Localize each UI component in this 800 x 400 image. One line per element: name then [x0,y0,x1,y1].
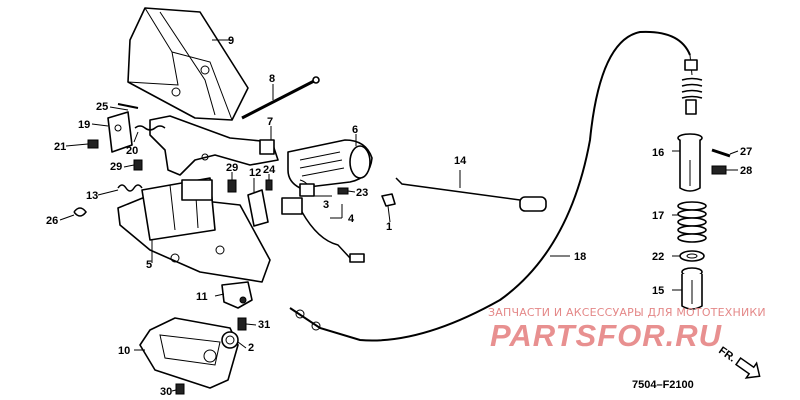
clip-part-1 [381,193,396,207]
callout-22: 22 [652,251,664,263]
sleeve-part-15 [681,267,703,310]
callout-12: 12 [249,167,261,179]
callout-26: 26 [46,215,58,227]
spring-part-17 [677,201,707,243]
clip-part-25 [117,103,139,109]
cover-part-9 [127,7,249,121]
callout-8: 8 [269,73,275,85]
callout-28: 28 [740,165,752,177]
diagram-code: 7504–F2100 [632,379,694,391]
callout-5: 5 [146,259,152,271]
bracket-part-7 [149,115,279,176]
callout-31: 31 [258,319,270,331]
bolt-part-29b [227,179,237,193]
bolt-part-29a [133,159,143,171]
bolt-part-31 [237,317,247,331]
watermark: ЗАПЧАСТИ И АКСЕССУАРЫ ДЛЯ МОТОТЕХНИКИ PA… [488,306,766,353]
lever-part-19 [107,111,133,153]
leader-lines [59,39,739,392]
callout-19: 19 [78,119,90,131]
spring-part-20 [134,125,166,131]
callout-13: 13 [86,190,98,202]
callout-29a: 29 [110,161,122,173]
wire-harness-part-4 [301,211,365,263]
callout-18: 18 [574,251,586,263]
bolt-part-30 [175,383,185,395]
switch-part-3 [281,179,315,215]
screw-part-28 [711,165,727,175]
bracket-part-12 [247,189,269,227]
callout-17: 17 [652,210,664,222]
grip-part-6 [287,139,373,189]
callout-4: 4 [348,213,355,225]
watermark-logo: PARTSFOR.RU [490,318,723,353]
watermark-tagline: ЗАПЧАСТИ И АКСЕССУАРЫ ДЛЯ МОТОТЕХНИКИ [488,306,766,319]
callout-7: 7 [267,116,273,128]
callout-1: 1 [386,221,392,233]
bolt-part-21 [87,139,99,149]
callout-21: 21 [54,141,66,153]
callout-15: 15 [652,285,664,297]
lower-bracket-part-10 [139,317,239,389]
clamp-part-11 [221,281,253,309]
rod-part-14 [395,177,547,212]
callout-3: 3 [323,199,329,211]
pin-part-16 [677,133,703,192]
callout-24: 24 [263,164,276,176]
pin-part-27 [711,148,731,158]
callout-29b: 29 [226,162,238,174]
screw-part-24 [265,179,273,191]
callout-9: 9 [228,35,234,47]
callout-27: 27 [740,146,752,158]
washer-part-22 [679,250,705,262]
grommet-part-2 [221,331,239,349]
clip-part-26 [73,207,87,217]
spring-part-13 [117,184,143,192]
callout-6: 6 [352,124,358,136]
callout-30: 30 [160,386,172,398]
callout-23: 23 [356,187,368,199]
screw-part-23 [337,187,349,195]
front-direction-arrow: FR. [716,345,761,379]
callout-25: 25 [96,101,108,113]
callout-10: 10 [118,345,130,357]
callout-11: 11 [196,291,208,303]
base-plate-part-5 [117,177,271,283]
callout-labels: 9 8 7 6 25 19 21 20 29 13 26 5 11 10 30 … [46,35,752,398]
cable-part-18 [289,30,703,342]
callout-16: 16 [652,147,664,159]
rod-part-8 [241,76,320,120]
callout-20: 20 [126,145,138,157]
callout-14: 14 [454,155,467,167]
callout-2: 2 [248,342,254,354]
